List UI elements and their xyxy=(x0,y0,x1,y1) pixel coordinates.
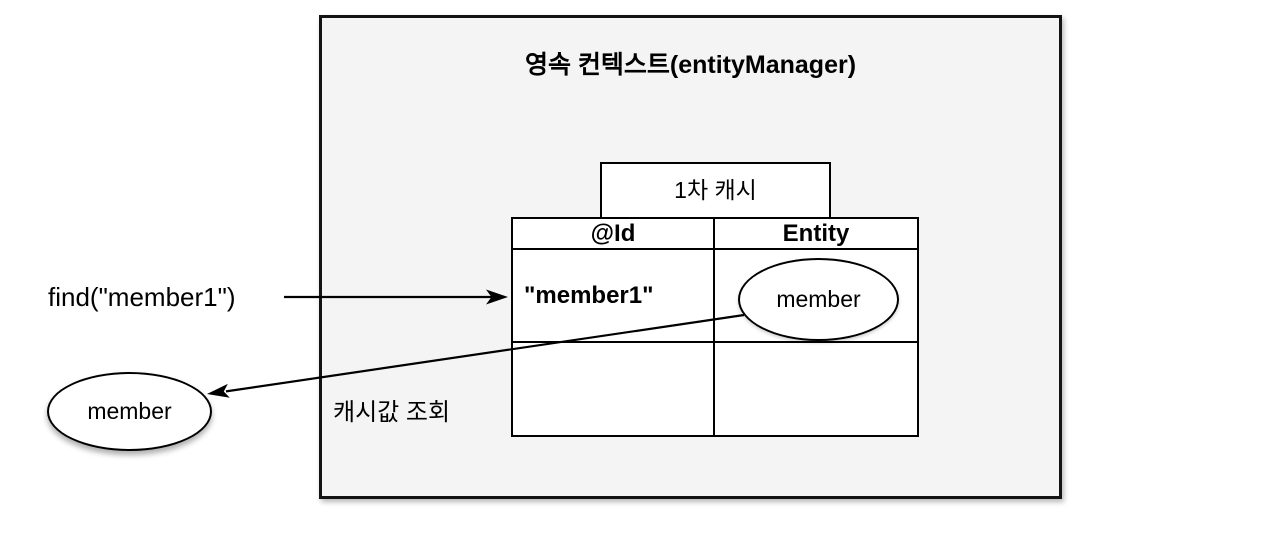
cached-entity-ellipse: member xyxy=(738,258,899,341)
column-header-id: @Id xyxy=(513,219,715,248)
column-header-entity: Entity xyxy=(782,219,850,247)
cache-table-row-2 xyxy=(513,343,917,435)
returned-entity-ellipse: member xyxy=(47,372,212,451)
first-level-cache-label: 1차 캐시 xyxy=(600,162,831,219)
persistence-context-title: 영속 컨텍스트(entityManager) xyxy=(524,51,857,79)
returned-entity-label: member xyxy=(87,398,172,424)
find-call-label: find("member1") xyxy=(48,282,236,312)
cache-row2-entity-cell xyxy=(715,343,917,435)
cache-row2-id-cell xyxy=(513,343,715,435)
cache-lookup-label: 캐시값 조회 xyxy=(333,399,451,426)
cached-entity-label: member xyxy=(776,286,861,312)
cache-row1-id-value: "member1" xyxy=(524,281,654,309)
cache-table-header-row: @Id Entity xyxy=(513,219,917,250)
